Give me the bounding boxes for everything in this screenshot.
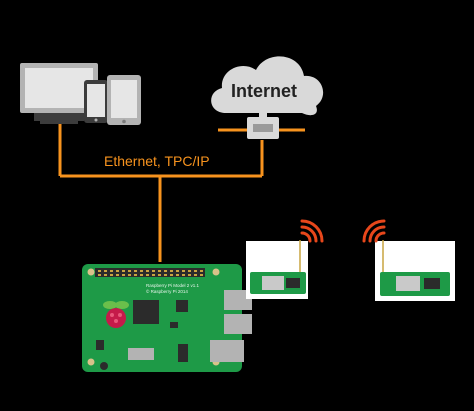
wireless-module-board [375, 240, 455, 301]
board-model-line2: © Raspberry Pi 2014 [146, 288, 188, 294]
router-icon [247, 112, 279, 139]
raspberry-logo [103, 301, 129, 328]
cloud-icon: Internet [211, 56, 324, 116]
ethernet-links [58, 122, 305, 262]
tablet-icon [107, 75, 141, 125]
wireless-module-board [246, 240, 308, 299]
raspberry-pi-board: Raspberry Pi Model 2 v1.1 © Raspberry Pi… [82, 264, 252, 372]
wifi-signal-icon [300, 219, 324, 243]
cloud-label: Internet [231, 81, 297, 101]
board-model-line1: Raspberry Pi Model 2 v1.1 [146, 283, 200, 288]
link-label: Ethernet, TPC/IP [104, 153, 210, 169]
monitor-icon [20, 63, 98, 124]
wifi-signal-icon [362, 219, 386, 243]
phone-icon [84, 80, 108, 123]
